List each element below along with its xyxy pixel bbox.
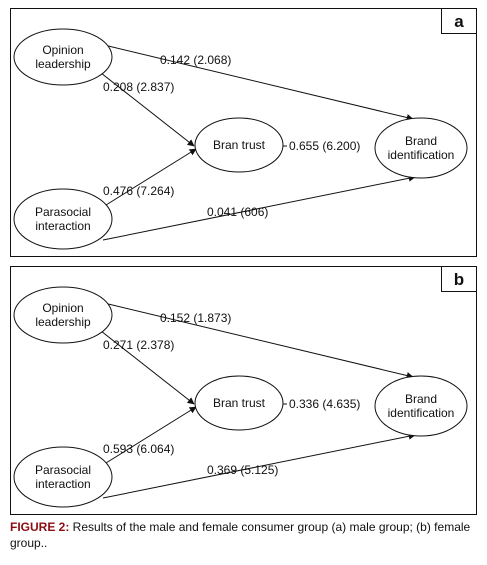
node-opinion-label-line: leadership: [35, 57, 91, 71]
panel-frame: [10, 266, 477, 515]
edge-label-trust-to-brand: 0.336 (4.635): [289, 397, 360, 411]
node-trust: Bran trust: [194, 375, 284, 431]
node-trust-label-line: Bran trust: [213, 138, 266, 152]
edge-opinion-to-trust-arrow: [100, 72, 195, 147]
edge-label-opinion-to-trust: 0.208 (2.837): [103, 80, 174, 94]
caption-text: Results of the male and female consumer …: [10, 520, 471, 550]
edge-label-parasocial-to-trust: 0.476 (7.264): [103, 184, 174, 198]
node-parasocial-label-line: interaction: [35, 219, 90, 233]
edge-label-opinion-to-trust: 0.271 (2.378): [103, 338, 174, 352]
edge-label-parasocial-to-brand: 0.369 (5.125): [207, 463, 278, 477]
edge-label-trust-to-brand: 0.655 (6.200): [289, 139, 360, 153]
node-trust: Bran trust: [194, 117, 284, 173]
node-parasocial-label-line: Parasocial: [35, 205, 91, 219]
edge-label-opinion-to-brand: 0.152 (1.873): [160, 311, 231, 325]
panel-a: a 0.142 (2.068) 0.208 (2.837) 0.655 (6.200)…: [10, 8, 477, 257]
caption-label: FIGURE 2:: [10, 520, 70, 534]
panel-label: a: [454, 12, 464, 31]
panel-badge: b: [441, 266, 477, 292]
node-brand-label-line: identification: [388, 148, 455, 162]
node-opinion-label-line: Opinion: [42, 301, 83, 315]
edge-parasocial-to-brand-arrow: [102, 432, 416, 499]
edge-opinion-to-brand-arrow: [99, 43, 414, 121]
node-parasocial-label-line: Parasocial: [35, 463, 91, 477]
edge-opinion-to-trust-arrow: [100, 330, 195, 405]
edge-label-opinion-to-brand: 0.142 (2.068): [160, 53, 231, 67]
edge-parasocial-to-brand-arrow: [102, 174, 416, 241]
node-opinion-label-line: Opinion: [42, 43, 83, 57]
edge-label-parasocial-to-brand: 0.041 (606): [207, 205, 268, 219]
panel-badge: a: [441, 8, 477, 34]
node-brand-label-line: identification: [388, 406, 455, 420]
panel-b: b 0.152 (1.873) 0.271 (2.378) 0.336 (4.635)…: [10, 266, 477, 515]
node-opinion-label-line: leadership: [35, 315, 91, 329]
node-trust-label-line: Bran trust: [213, 396, 266, 410]
panel-label: b: [454, 270, 464, 289]
edge-opinion-to-brand-arrow: [99, 301, 414, 379]
edge-parasocial-to-trust-arrow: [105, 148, 197, 206]
node-brand-label-line: Brand: [405, 392, 437, 406]
figure-caption: FIGURE 2: Results of the male and female…: [10, 519, 478, 551]
node-parasocial-label-line: interaction: [35, 477, 90, 491]
panel-frame: [10, 8, 477, 257]
node-brand-label-line: Brand: [405, 134, 437, 148]
edge-parasocial-to-trust-arrow: [105, 406, 197, 464]
edge-label-parasocial-to-trust: 0.593 (6.064): [103, 442, 174, 456]
